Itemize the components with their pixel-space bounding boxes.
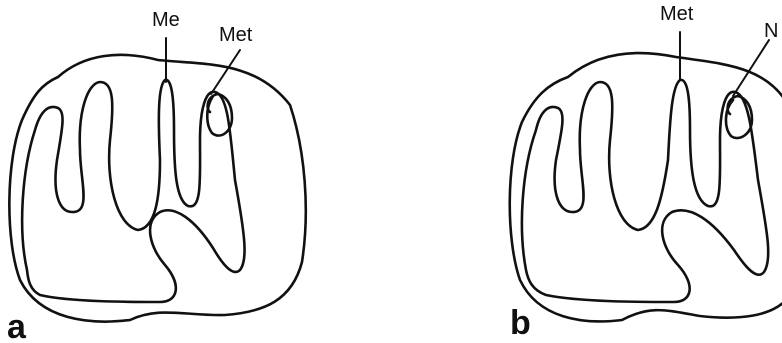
panel-b-label-met: Met <box>660 3 694 25</box>
panel-b-letter: b <box>510 304 531 342</box>
panel-b-outer-outline <box>510 53 782 321</box>
panel-a-inner-folded-outline <box>22 80 244 302</box>
panel-a: Me Met a <box>7 9 306 343</box>
panel-b-inner-folded-outline <box>522 80 768 302</box>
panel-b-islet-inner-loop <box>728 96 738 114</box>
panel-a-leader-met <box>211 50 240 94</box>
panel-a-label-met: Met <box>219 24 253 46</box>
panel-b-label-n: N <box>764 20 778 42</box>
panel-b: Met N b <box>510 3 782 342</box>
panel-a-label-me: Me <box>152 9 180 31</box>
panel-a-letter: a <box>7 308 27 343</box>
panel-a-islet-inner-loop <box>208 94 218 112</box>
